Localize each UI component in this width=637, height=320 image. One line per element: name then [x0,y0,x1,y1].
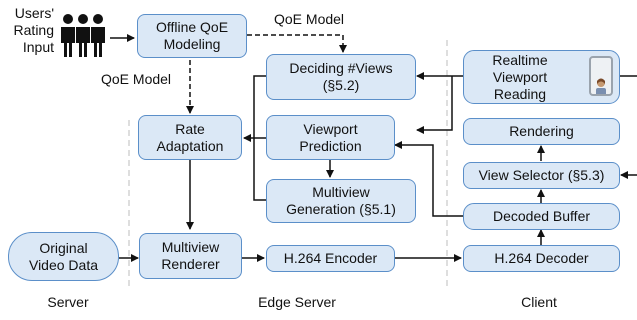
view-selector-box[interactable]: View Selector (§5.3) [463,162,620,189]
arrow-buffer-to-viewport [394,141,463,217]
decoded-buffer-box[interactable]: Decoded Buffer [463,203,620,230]
viewport-prediction-box[interactable]: Viewport Prediction [266,115,395,160]
arrow-realtime-to-viewport [416,76,453,134]
bracket-deciding-multiview [253,75,266,201]
users-rating-input-label: Users' Rating Input [13,5,54,55]
arrow-qoe-to-deciding [247,34,347,53]
multiview-generation-box[interactable]: Multiview Generation (§5.1) [266,179,416,223]
realtime-viewport-reading-box[interactable]: Realtime Viewport Reading [463,50,620,104]
h264-decoder-box[interactable]: H.264 Decoder [463,245,620,272]
qoe-model-label-top: QoE Model [274,11,345,27]
section-label-server: Server [47,294,89,310]
deciding-views-box[interactable]: Deciding #Views (§5.2) [266,54,416,100]
section-label-edge-server: Edge Server [258,294,336,310]
realtime-viewport-reading-label: Realtime Viewport Reading [492,51,548,102]
qoe-model-label-left: QoE Model [101,71,172,87]
multiview-renderer-box[interactable]: Multiview Renderer [139,233,242,279]
rendering-box[interactable]: Rendering [463,118,620,145]
h264-encoder-box[interactable]: H.264 Encoder [266,245,395,272]
users-group-icon [61,14,105,57]
section-label-client: Client [521,294,557,310]
offline-qoe-modeling-box[interactable]: Offline QoE Modeling [137,14,247,58]
rate-adaptation-box[interactable]: Rate Adaptation [138,115,242,160]
phone-viewer-icon [589,56,613,96]
original-video-data-box[interactable]: Original Video Data [8,232,119,281]
